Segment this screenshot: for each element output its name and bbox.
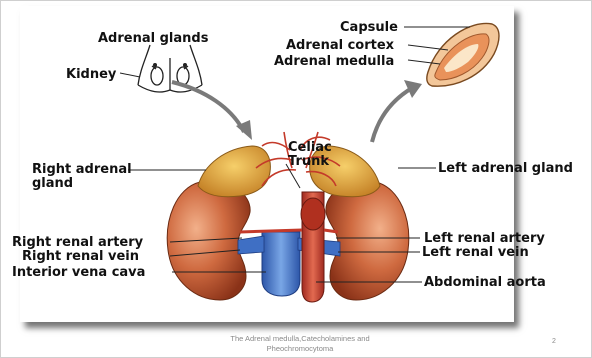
label-left-renal-artery: Left renal artery bbox=[424, 231, 545, 246]
arrow-to-cross-section bbox=[372, 80, 422, 142]
label-adrenal-medulla: Adrenal medulla bbox=[274, 54, 394, 69]
label-right-renal-vein: Right renal vein bbox=[22, 249, 139, 264]
right-adrenal-gland bbox=[198, 146, 270, 197]
label-kidney: Kidney bbox=[66, 67, 117, 82]
label-abdominal-aorta: Abdominal aorta bbox=[424, 275, 546, 290]
footer-line-2: Pheochromocytoma bbox=[190, 344, 410, 354]
label-celiac: Celiac bbox=[288, 140, 332, 155]
label-capsule: Capsule bbox=[340, 20, 398, 35]
slide-footer: The Adrenal medulla,Catecholamines and P… bbox=[190, 334, 410, 354]
adrenal-dot-right bbox=[183, 63, 187, 67]
inferior-vena-cava bbox=[262, 232, 300, 296]
footer-line-1: The Adrenal medulla,Catecholamines and bbox=[190, 334, 410, 344]
page-number: 2 bbox=[552, 338, 556, 345]
body-outline-illustration bbox=[138, 45, 202, 92]
arrow-to-detail bbox=[172, 82, 252, 140]
label-right-adrenal-gland: gland bbox=[32, 176, 73, 191]
label-trunk: Trunk bbox=[288, 154, 329, 169]
adrenal-cross-section bbox=[427, 23, 499, 86]
adrenal-dot-left bbox=[153, 63, 157, 67]
label-adrenal-cortex: Adrenal cortex bbox=[286, 38, 395, 53]
label-left-renal-vein: Left renal vein bbox=[422, 245, 529, 260]
label-right-renal-artery: Right renal artery bbox=[12, 235, 144, 250]
label-inferior-vena-cava: Interior vena cava bbox=[12, 265, 145, 280]
celiac-trunk-vessel bbox=[301, 198, 325, 230]
label-right-adrenal: Right adrenal bbox=[32, 162, 132, 177]
label-adrenal-glands: Adrenal glands bbox=[98, 31, 209, 46]
label-left-adrenal-gland: Left adrenal gland bbox=[438, 161, 573, 176]
right-renal-vein-vessel bbox=[238, 236, 264, 254]
